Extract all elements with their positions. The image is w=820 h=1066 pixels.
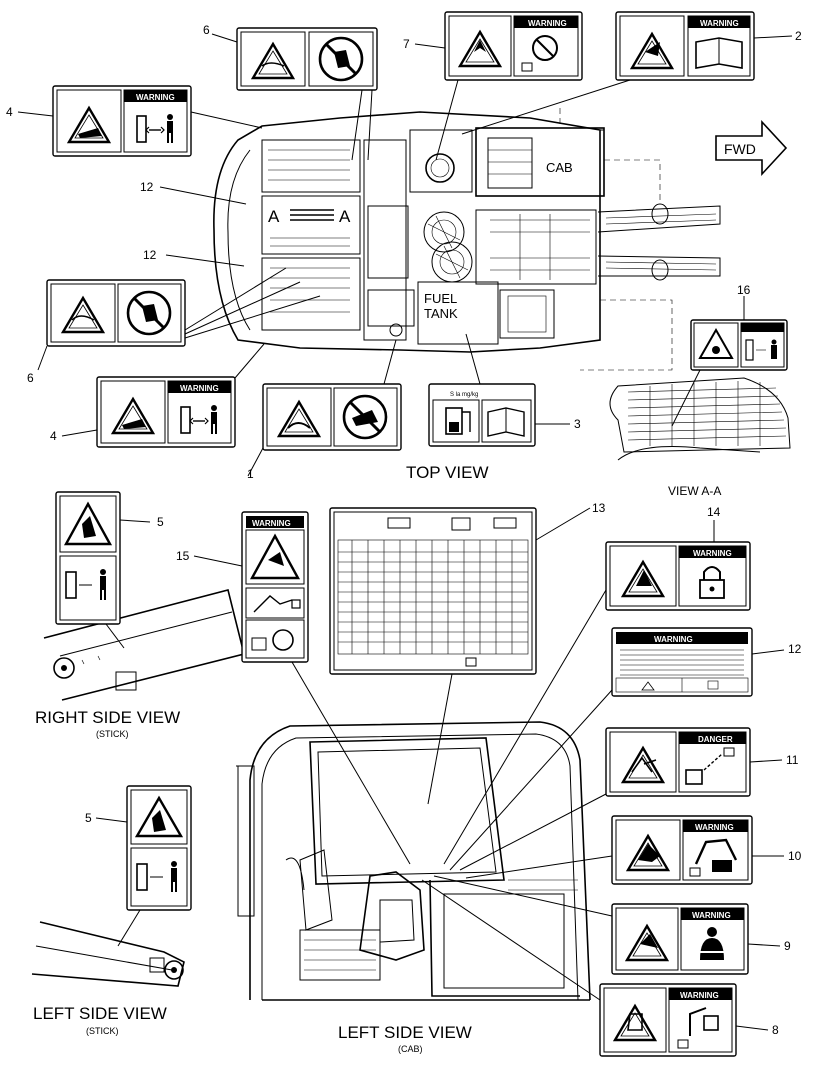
callout-numbers: 1 2 3 4 4 5 5 6 6 7 8 9 10 11 12 12 12 1… bbox=[6, 23, 802, 1037]
callout-8: 8 bbox=[772, 1023, 779, 1037]
decal-11: DANGER bbox=[605, 727, 751, 797]
decal-8: WARNING bbox=[599, 983, 737, 1057]
right-side-stick-drawing bbox=[43, 589, 245, 701]
decal-9: WARNING bbox=[611, 903, 749, 975]
top-view-machine: A A FUEL TANK bbox=[213, 108, 788, 371]
fuel-tank-label-1: FUEL bbox=[424, 291, 457, 306]
decal-11-header: DANGER bbox=[698, 735, 733, 744]
decal-2: WARNING bbox=[615, 11, 755, 81]
callout-4-top: 4 bbox=[6, 105, 13, 119]
cab-label: CAB bbox=[546, 160, 573, 175]
callout-14: 14 bbox=[707, 505, 721, 519]
callout-12-cab: 12 bbox=[788, 642, 802, 656]
left-side-cab-title: LEFT SIDE VIEW bbox=[338, 1023, 472, 1042]
left-side-stick-title: LEFT SIDE VIEW bbox=[33, 1004, 167, 1023]
decal-4-bottom: WARNING bbox=[96, 376, 236, 448]
decal-12-header: WARNING bbox=[654, 635, 693, 644]
forward-arrow: FWD bbox=[715, 119, 788, 177]
callout-2: 2 bbox=[795, 29, 802, 43]
decal-14-header: WARNING bbox=[693, 549, 732, 558]
decal-3-text: S la mg/kg bbox=[450, 392, 478, 398]
decal-6-left bbox=[46, 279, 186, 347]
decal-3: S la mg/kg bbox=[428, 383, 536, 447]
cooling-fans bbox=[423, 211, 473, 283]
callout-11: 11 bbox=[786, 753, 799, 767]
decal-7: WARNING bbox=[444, 11, 583, 81]
decal-2-header: WARNING bbox=[700, 19, 739, 28]
section-mark-right: A bbox=[339, 207, 351, 226]
decal-5-right bbox=[55, 491, 121, 625]
left-side-cab-subtitle: (CAB) bbox=[398, 1044, 423, 1054]
callout-7: 7 bbox=[403, 37, 410, 51]
decal-10-header: WARNING bbox=[695, 823, 734, 832]
decal-4-top: WARNING bbox=[52, 85, 192, 157]
view-aa-drawing: VIEW A-A bbox=[609, 377, 791, 498]
left-side-stick-drawing bbox=[31, 921, 185, 987]
callout-10: 10 bbox=[788, 849, 802, 863]
section-mark-left: A bbox=[268, 207, 280, 226]
callout-15: 15 bbox=[176, 549, 190, 563]
decal-13-grid bbox=[337, 539, 529, 655]
decal-4-top-header: WARNING bbox=[136, 93, 175, 102]
decal-9-header: WARNING bbox=[692, 911, 731, 920]
callout-16: 16 bbox=[737, 283, 751, 297]
callout-1: 1 bbox=[247, 467, 254, 481]
decal-6-top bbox=[236, 27, 378, 91]
callout-5-right: 5 bbox=[157, 515, 164, 529]
callout-13: 13 bbox=[592, 501, 606, 515]
decal-4-bottom-header: WARNING bbox=[180, 384, 219, 393]
forward-label: FWD bbox=[724, 141, 756, 157]
fuel-tank bbox=[417, 281, 499, 345]
decal-7-header: WARNING bbox=[528, 19, 567, 28]
decal-14: WARNING bbox=[605, 541, 751, 611]
callout-6-top: 6 bbox=[203, 23, 210, 37]
callout-9: 9 bbox=[784, 939, 791, 953]
callout-12-a: 12 bbox=[140, 180, 154, 194]
engine-panel-aa bbox=[261, 195, 361, 255]
callout-12-b: 12 bbox=[143, 248, 157, 262]
right-side-view-subtitle: (STICK) bbox=[96, 729, 129, 739]
cab-side-drawing bbox=[236, 721, 591, 1001]
engine-panel-bottom bbox=[261, 257, 361, 331]
decal-10: WARNING bbox=[611, 815, 753, 885]
right-side-view-title: RIGHT SIDE VIEW bbox=[35, 708, 180, 727]
decal-13 bbox=[329, 507, 537, 675]
decal-1 bbox=[262, 383, 402, 451]
fuel-tank-label-2: TANK bbox=[424, 306, 458, 321]
decal-8-header: WARNING bbox=[680, 991, 719, 1000]
decal-15: WARNING bbox=[241, 511, 309, 663]
decal-15-header: WARNING bbox=[252, 519, 291, 528]
callout-6-left: 6 bbox=[27, 371, 34, 385]
callout-5-left: 5 bbox=[85, 811, 92, 825]
decal-12: WARNING bbox=[611, 627, 753, 697]
top-view-title: TOP VIEW bbox=[406, 463, 489, 482]
decal-5-left bbox=[126, 785, 192, 911]
left-side-stick-subtitle: (STICK) bbox=[86, 1026, 119, 1036]
decal-16: WARNING bbox=[690, 319, 788, 371]
callout-3: 3 bbox=[574, 417, 581, 431]
engine-panel-top bbox=[261, 139, 361, 193]
leader-lines bbox=[17, 33, 793, 1031]
callout-4-bottom: 4 bbox=[50, 429, 57, 443]
decal-16-header: WARNING bbox=[745, 326, 774, 332]
view-aa-title: VIEW A-A bbox=[668, 484, 721, 498]
